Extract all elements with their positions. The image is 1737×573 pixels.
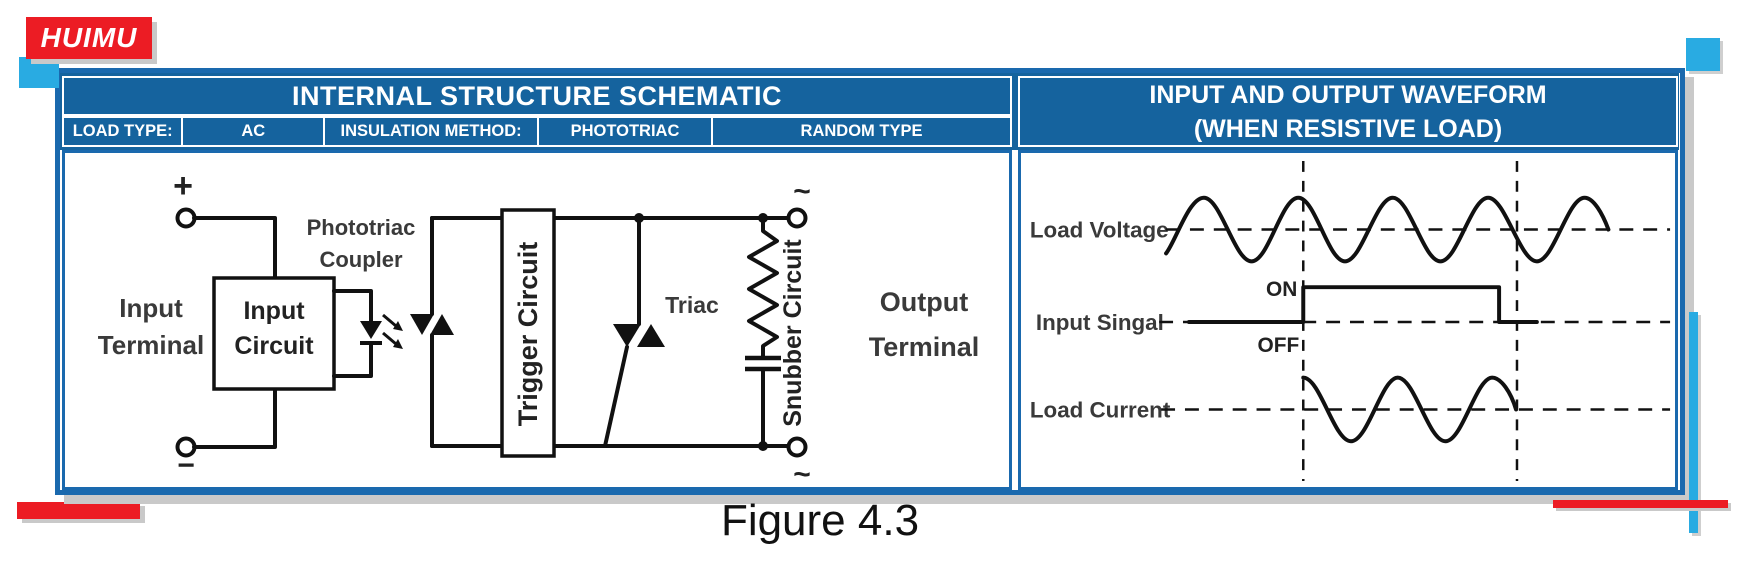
figure-caption: Figure 4.3 — [720, 496, 920, 545]
load-voltage-label: Load Voltage — [1030, 217, 1169, 242]
input-terminal-label-line2: Terminal — [98, 330, 204, 360]
output-terminal-bottom-node — [786, 436, 808, 458]
input-signal-label: Input Singal — [1036, 310, 1164, 335]
schematic-drawing: + − Input Terminal Input Circuit Phototr… — [98, 167, 980, 487]
spec-cell-phototriac: PHOTOTRIAC — [536, 118, 711, 145]
input-circuit-line2: Circuit — [234, 332, 314, 360]
triac-label: Triac — [665, 292, 719, 318]
phototriac-coupler-label-line1: Phototriac — [307, 215, 416, 240]
schematic-panel: + − Input Terminal Input Circuit Phototr… — [62, 150, 1012, 490]
spec-cell-random-type: RANDOM TYPE — [711, 118, 1010, 145]
phototriac-coupler-label-line2: Coupler — [319, 247, 403, 272]
light-arrow-2 — [382, 331, 397, 346]
load-voltage-wave — [1164, 195, 1611, 264]
right-header-title: INPUT AND OUTPUT WAVEFORM (WHEN RESISTIV… — [1018, 76, 1678, 147]
tilde-bottom: ~ — [793, 458, 811, 487]
wire-led-top — [332, 289, 373, 323]
load-current-wave — [1301, 375, 1518, 444]
phototriac-icon-up — [430, 314, 454, 335]
spec-cell-load-type: LOAD TYPE: — [72, 122, 173, 140]
phototriac-icon-down — [410, 314, 434, 335]
triac-icon-up — [637, 324, 665, 347]
blue-square-top-right — [1686, 38, 1720, 71]
led-icon — [360, 321, 382, 339]
output-terminal-top-node — [786, 207, 808, 229]
huimu-logo: HUIMU — [26, 17, 152, 59]
waveform-drawing: Load Voltage Input Singal ON OFF Load Cu… — [1030, 160, 1671, 482]
left-header-title: INTERNAL STRUCTURE SCHEMATIC — [62, 76, 1012, 116]
load-current-label: Load Current — [1030, 397, 1171, 422]
trigger-circuit-box — [500, 208, 556, 458]
wire-led-bottom — [332, 341, 373, 378]
snubber-resistor — [747, 216, 779, 358]
snubber-circuit-label: Snubber Circuit — [779, 239, 807, 427]
output-terminal-label-line1: Output — [880, 287, 968, 317]
junction-dot-1 — [634, 213, 644, 223]
tilde-top: ~ — [793, 175, 811, 208]
wire-input-top — [192, 216, 277, 280]
wire-input-bottom — [192, 387, 277, 449]
waveform-panel: Load Voltage Input Singal ON OFF Load Cu… — [1018, 150, 1678, 490]
right-header-line1: INPUT AND OUTPUT WAVEFORM — [1149, 80, 1547, 109]
blue-bar-right — [1689, 312, 1698, 533]
red-line-bottom-right — [1553, 500, 1728, 508]
off-label: OFF — [1258, 334, 1300, 357]
huimu-logo-text: HUIMU — [40, 22, 138, 53]
header-band — [60, 73, 1679, 150]
trigger-circuit-label: Trigger Circuit — [513, 242, 543, 427]
output-terminal-label-line2: Terminal — [869, 332, 980, 362]
input-terminal-label-line1: Input — [119, 293, 183, 323]
spec-row: LOAD TYPE: AC INSULATION METHOD: PHOTOTR… — [62, 116, 1012, 147]
right-header-line2: (WHEN RESISTIVE LOAD) — [1193, 114, 1503, 143]
input-circuit-box — [212, 276, 336, 391]
spec-cell-ac: AC — [181, 118, 323, 145]
red-bar-bottom-left — [17, 502, 140, 519]
light-arrow-1 — [382, 313, 397, 328]
triac-bottom-lead — [603, 345, 629, 448]
input-terminal-top-node — [175, 207, 197, 229]
minus-sign: − — [177, 449, 195, 482]
on-label: ON — [1266, 278, 1297, 301]
spec-cell-insulation-method: INSULATION METHOD: — [323, 118, 537, 145]
light-arrow-1-head — [393, 321, 403, 331]
input-circuit-line1: Input — [243, 297, 305, 325]
plus-sign: + — [173, 167, 193, 205]
triac-icon-down — [613, 324, 641, 347]
logo-blue-square — [19, 57, 59, 88]
light-arrow-2-head — [393, 339, 403, 349]
input-signal-wave — [1186, 285, 1539, 324]
